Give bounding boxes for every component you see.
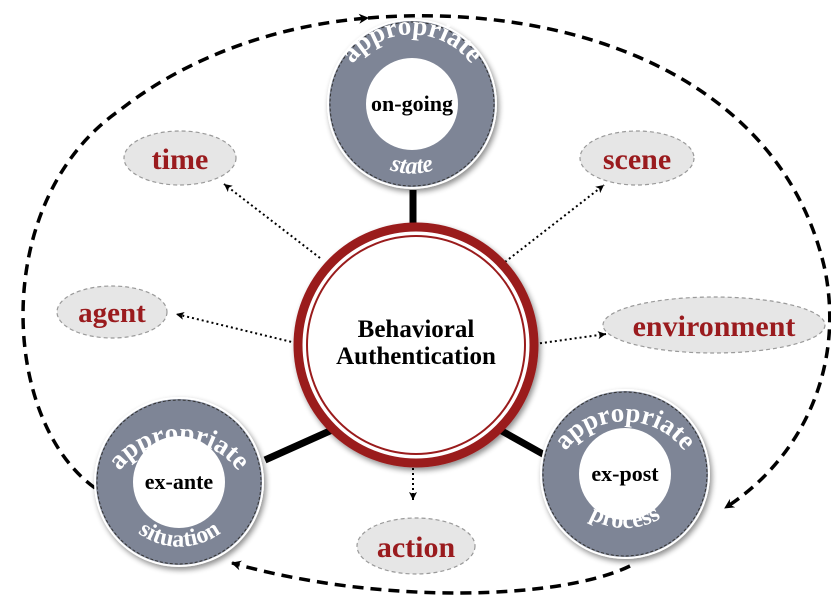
- tag-environment: environment: [602, 296, 826, 354]
- tag-environment-bubble: [602, 296, 826, 354]
- tag-scene-bubble: [579, 130, 695, 186]
- node-top: appropriate on-going state: [327, 10, 497, 189]
- tag-arrows: [175, 183, 607, 500]
- arrow-to-time: [223, 183, 321, 259]
- arrow-to-agent: [175, 311, 297, 344]
- center-title-line1: Behavioral: [358, 316, 475, 343]
- arrow-to-environment: [534, 331, 607, 345]
- tag-action-bubble: [356, 517, 476, 575]
- node-top-inner-label: on-going: [371, 91, 453, 116]
- node-bottom-right-inner-label: ex-post: [591, 461, 659, 486]
- node-bottom-right: appropriate ex-post process: [540, 389, 710, 559]
- node-bottom-left-ring-border: [96, 399, 262, 565]
- arrow-to-scene: [504, 184, 605, 263]
- center-ring-inner: [306, 235, 526, 455]
- tag-action: action: [356, 517, 476, 575]
- connector-left: [263, 426, 334, 464]
- node-top-ring-border: [329, 21, 495, 187]
- node-bottom-right-inner: [579, 428, 671, 520]
- cycle-arrows: [21, 13, 831, 595]
- tag-time-label: time: [152, 143, 209, 176]
- center-node: [293, 222, 539, 468]
- cycle-arrow-top: [21, 13, 369, 490]
- node-bottom-left-inner: [133, 436, 225, 528]
- tag-action-label: action: [377, 531, 456, 564]
- cycle-arrow-bottom: [231, 560, 631, 595]
- cycle-arrow-right: [367, 14, 831, 510]
- node-bottom-left: appropriate ex-ante situation: [94, 397, 264, 567]
- node-top-arc-bottom-text: state: [387, 150, 436, 179]
- tag-scene-label: scene: [603, 143, 671, 176]
- node-bottom-right-ring-border: [542, 391, 708, 557]
- tag-scene: scene: [579, 130, 695, 186]
- tag-agent: agent: [56, 285, 168, 339]
- node-bottom-left-inner-label: ex-ante: [145, 469, 214, 494]
- connector-right: [498, 426, 552, 462]
- node-top-inner: [366, 58, 458, 150]
- tag-time-bubble: [123, 130, 237, 186]
- tag-agent-bubble: [56, 285, 168, 339]
- center-ring-outer: [293, 222, 539, 468]
- tag-agent-label: agent: [78, 297, 146, 329]
- tag-environment-label: environment: [633, 310, 796, 343]
- tag-time: time: [123, 130, 237, 186]
- node-top-arc-bottom: state: [387, 150, 436, 179]
- center-title-line2: Authentication: [336, 343, 496, 370]
